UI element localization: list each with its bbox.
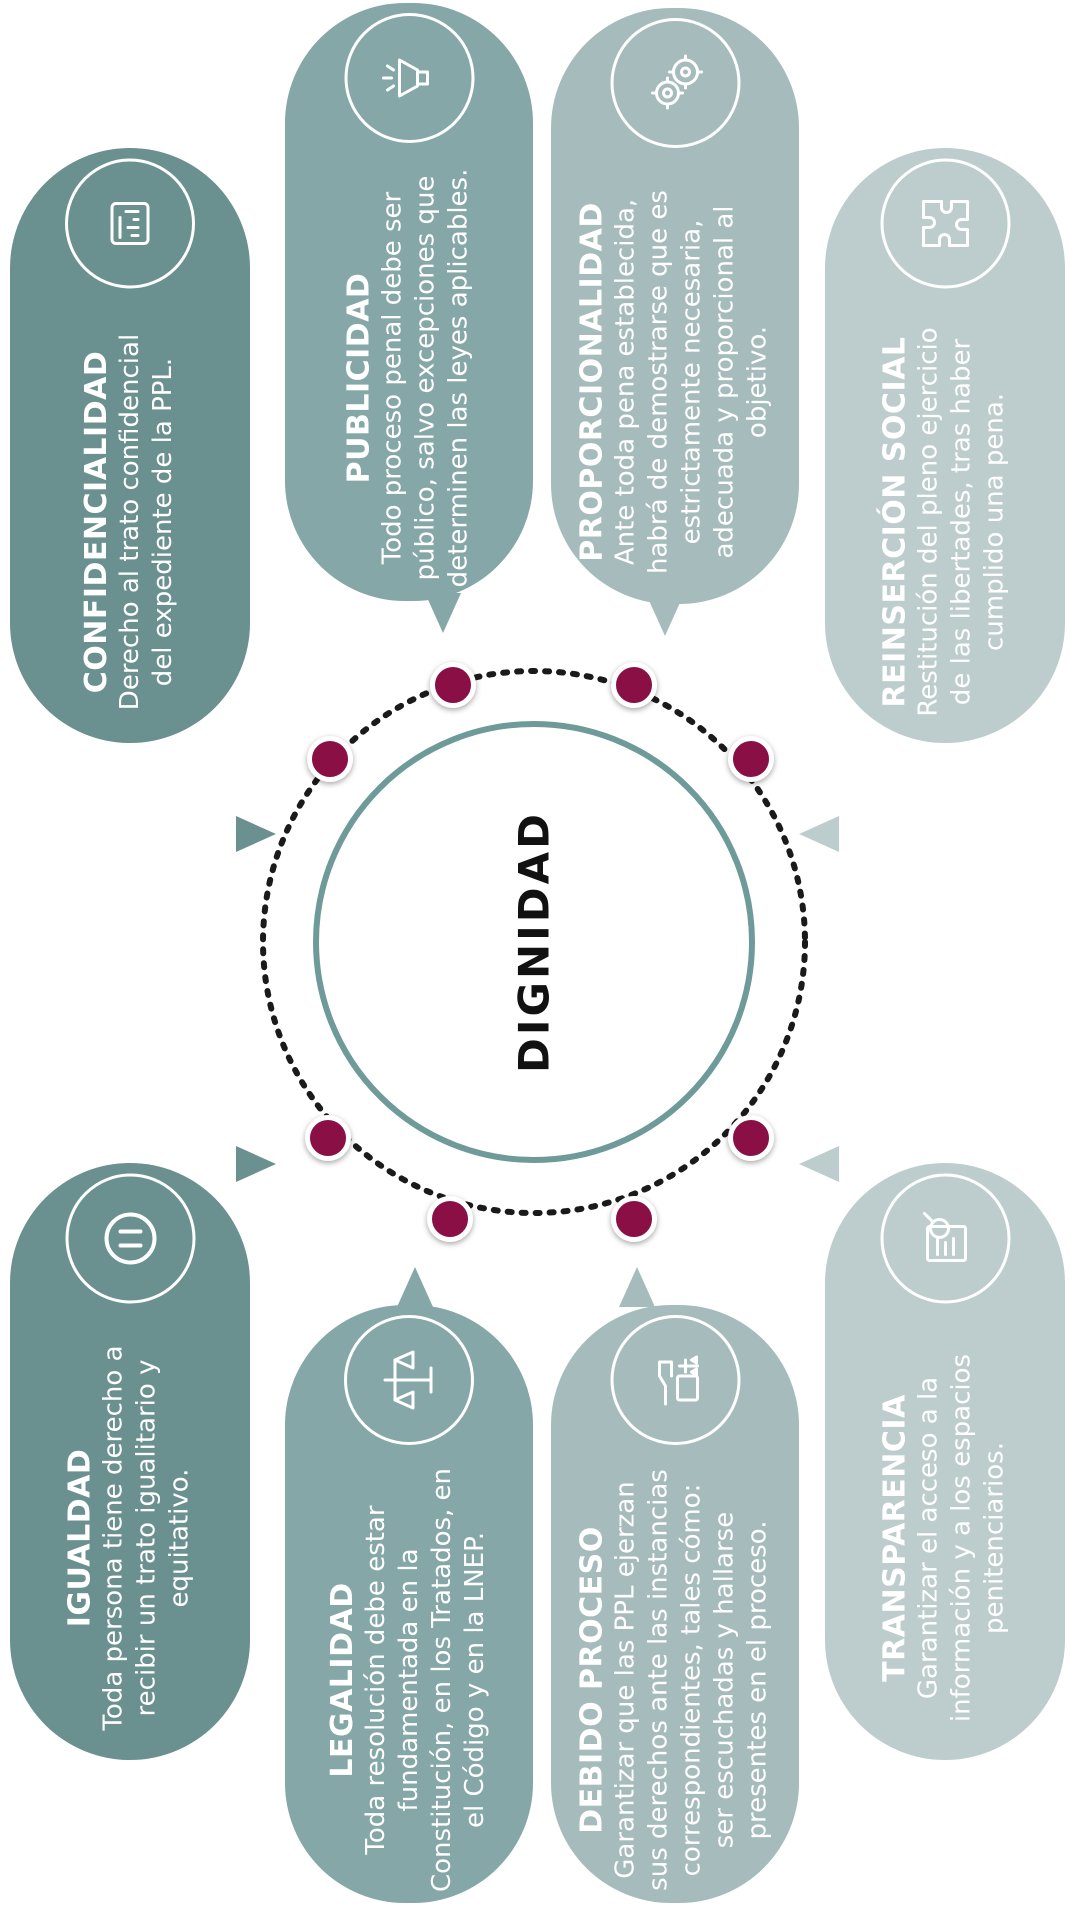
orbit-dot	[611, 1196, 657, 1242]
principle-title: CONFIDENCIALIDAD	[79, 350, 114, 693]
bubble-confidencialidad: CONFIDENCIALIDAD Derecho al trato confid…	[10, 148, 276, 852]
principle-title: PUBLICIDAD	[341, 272, 377, 484]
orbit-dot	[430, 662, 476, 708]
orbit-dot	[427, 1196, 473, 1242]
scales-icon	[344, 1315, 474, 1445]
center-title: DIGNIDAD	[509, 811, 559, 1073]
principle-description: Toda resolución debe estar fundamentada …	[361, 1467, 490, 1893]
orbit-dot	[728, 736, 774, 782]
bubble-publicidad: PUBLICIDAD Todo proceso penal debe ser p…	[285, 3, 533, 633]
center-circle	[313, 721, 755, 1163]
orbit-dot	[305, 1115, 351, 1161]
principle-description: Restitución del pleno ejercicio de las l…	[913, 326, 1010, 717]
principle-description: Garantizar el acceso a la información y …	[913, 1353, 1010, 1722]
gears-icon	[610, 18, 740, 148]
principle-title: REINSERCIÓN SOCIAL	[877, 336, 913, 707]
principle-title: LEGALIDAD	[325, 1582, 360, 1778]
principle-title: TRANSPARENCIA	[877, 1393, 913, 1682]
hand-justice-icon	[610, 1315, 740, 1445]
principle-description: Todo proceso penal debe ser público, sal…	[377, 168, 474, 588]
bubble-legalidad: LEGALIDAD Toda resolución debe estar fun…	[285, 1267, 533, 1903]
magnifier-document-icon	[880, 1173, 1010, 1303]
orbit-dot	[307, 736, 353, 782]
principle-description: Toda persona tiene derecho a recibir un …	[98, 1344, 195, 1731]
document-chart-icon	[65, 158, 195, 288]
orbit-dot	[611, 662, 657, 708]
bubble-transparencia: TRANSPARENCIA Garantizar el acceso a la …	[799, 1146, 1065, 1760]
principle-description: Garantizar que las PPL ejerzan sus derec…	[610, 1469, 773, 1891]
principle-title: PROPORCIONALIDAD	[574, 202, 610, 562]
bubble-igualdad: IGUALDAD Toda persona tiene derecho a re…	[10, 1146, 276, 1760]
principle-description: Ante toda pena establecida, habrá de dem…	[610, 190, 773, 574]
puzzle-icon	[880, 158, 1010, 288]
principle-description: Derecho al trato confidencial del expedi…	[115, 333, 178, 710]
bubble-proporcionalidad: PROPORCIONALIDAD Ante toda pena establec…	[551, 8, 799, 636]
principle-title: IGUALDAD	[62, 1448, 98, 1627]
orbit-dot	[728, 1115, 774, 1161]
bubble-reinsercion-social: REINSERCIÓN SOCIAL Restitución del pleno…	[799, 148, 1065, 852]
bubble-debido-proceso: DEBIDO PROCESO Garantizar que las PPL ej…	[551, 1267, 799, 1903]
megaphone-icon	[344, 13, 474, 143]
principle-title: DEBIDO PROCESO	[574, 1526, 610, 1834]
equality-icon	[65, 1173, 195, 1303]
